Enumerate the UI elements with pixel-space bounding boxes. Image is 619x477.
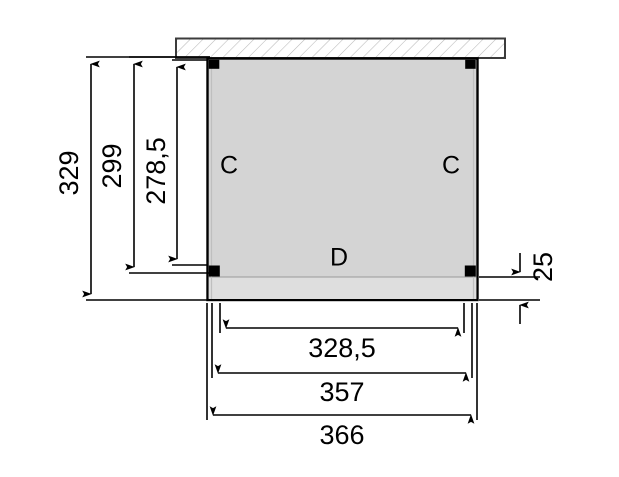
horizontal-dimensions-group: [206, 303, 478, 424]
part-label-post-right: C: [442, 152, 460, 180]
roof-slab: [175, 37, 506, 59]
dimension-inner-width: [219, 303, 465, 337]
dim-text-clear-height: 278,5: [141, 137, 171, 205]
post-bottom-right: [464, 265, 476, 277]
dim-text-total-height: 329: [54, 150, 84, 195]
dim-text-inner-width: 328,5: [308, 333, 376, 363]
dim-text-wall-height: 299: [97, 143, 127, 188]
dimension-total-width: [206, 303, 478, 424]
dim-text-total-width: 366: [319, 420, 364, 450]
dimension-wall-height: [125, 56, 210, 274]
vertical-dimensions-group: [82, 56, 540, 324]
post-top-left: [208, 59, 220, 69]
post-top-right: [465, 59, 476, 69]
dimension-clear-height: [168, 59, 208, 266]
horizontal-dimension-labels: 328,5 357 366: [308, 333, 376, 450]
dimension-plinth-height: [479, 253, 540, 324]
part-label-beam-bottom: D: [330, 244, 348, 272]
dim-text-plinth-height: 25: [528, 252, 558, 282]
dim-text-post-center-width: 357: [319, 377, 364, 407]
vertical-dimension-labels: 329 299 278,5 25: [54, 137, 558, 282]
part-label-post-left: C: [220, 152, 238, 180]
plinth-band: [208, 277, 477, 299]
dimension-post-center-width: [211, 303, 473, 382]
post-bottom-left: [208, 265, 220, 277]
facade-panel: [206, 57, 479, 302]
structure-group: C C D: [175, 37, 506, 302]
